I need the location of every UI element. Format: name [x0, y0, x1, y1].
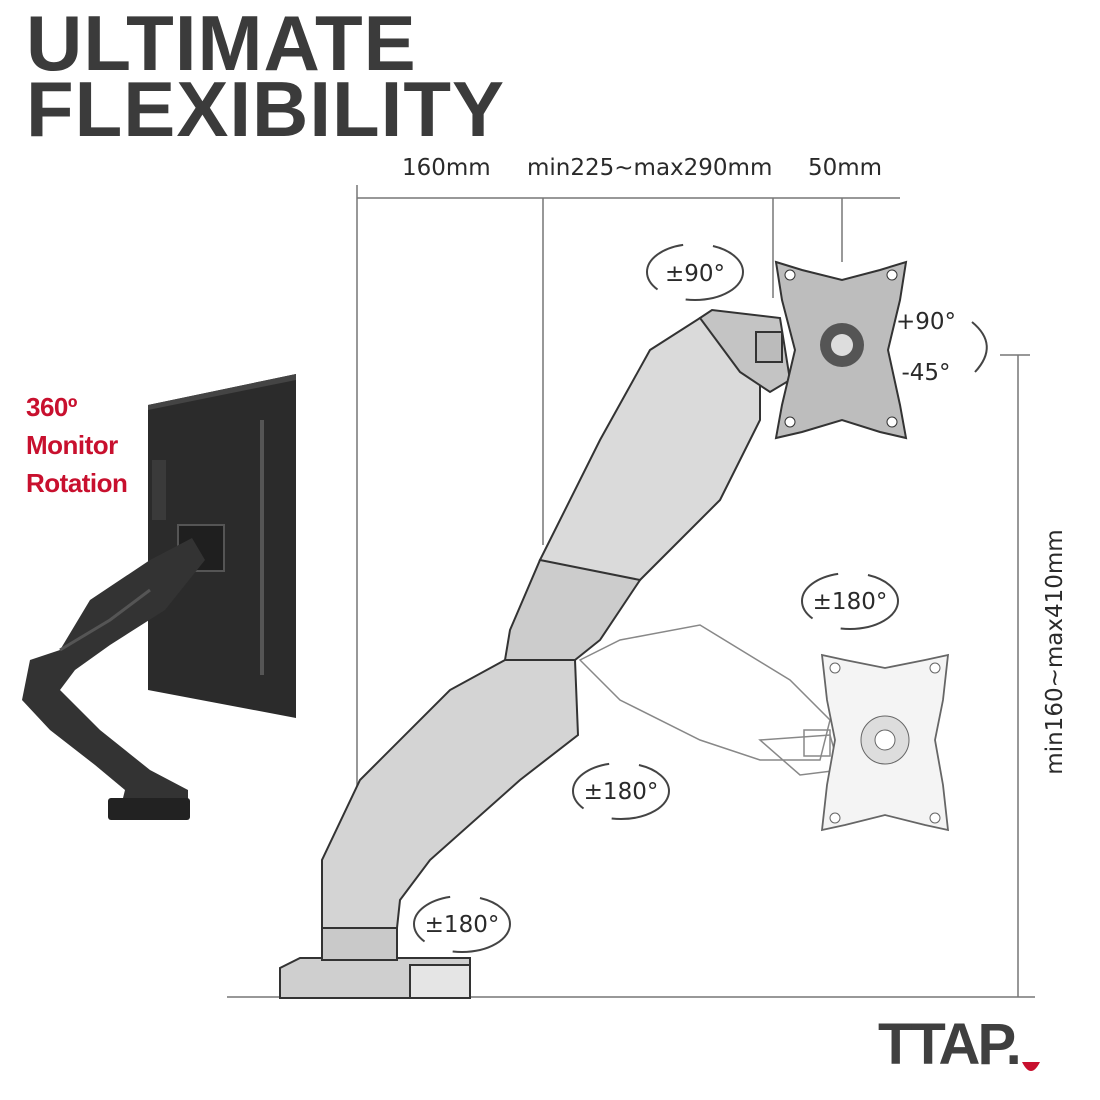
dimension-plate-offset: 50mm — [808, 155, 883, 181]
feature-line-3: Rotation — [26, 468, 128, 498]
arm-front — [279, 308, 792, 999]
dimension-arm-offset: 160mm — [402, 155, 491, 181]
angle-head-swivel: ±90° — [664, 261, 726, 287]
angle-tilt-down: -45° — [901, 360, 951, 386]
title-line-1: ULTIMATE — [26, 0, 417, 87]
angle-upper-joint: ±180° — [812, 589, 888, 615]
angle-middle-joint: ±180° — [583, 779, 659, 805]
rotation-arcs — [413, 243, 988, 953]
arm-rear — [578, 624, 841, 776]
title-line-2: FLEXIBILITY — [26, 65, 505, 153]
brand-logo: TTAP. — [878, 1012, 1022, 1077]
dimension-arm-reach: min225~max290mm — [527, 155, 773, 181]
vesa-plate-rear — [820, 653, 950, 832]
angle-base-joint: ±180° — [424, 912, 500, 938]
angle-tilt-up: +90° — [895, 309, 957, 335]
dimension-height: min160~max410mm — [1042, 529, 1068, 775]
logo-accent-mark — [1022, 1062, 1040, 1071]
feature-line-2: Monitor — [26, 430, 118, 460]
feature-line-1: 360º — [26, 392, 77, 422]
vesa-plate-front — [774, 260, 908, 440]
feature-caption: 360º Monitor Rotation — [26, 388, 128, 502]
monitor-photo — [22, 374, 296, 820]
